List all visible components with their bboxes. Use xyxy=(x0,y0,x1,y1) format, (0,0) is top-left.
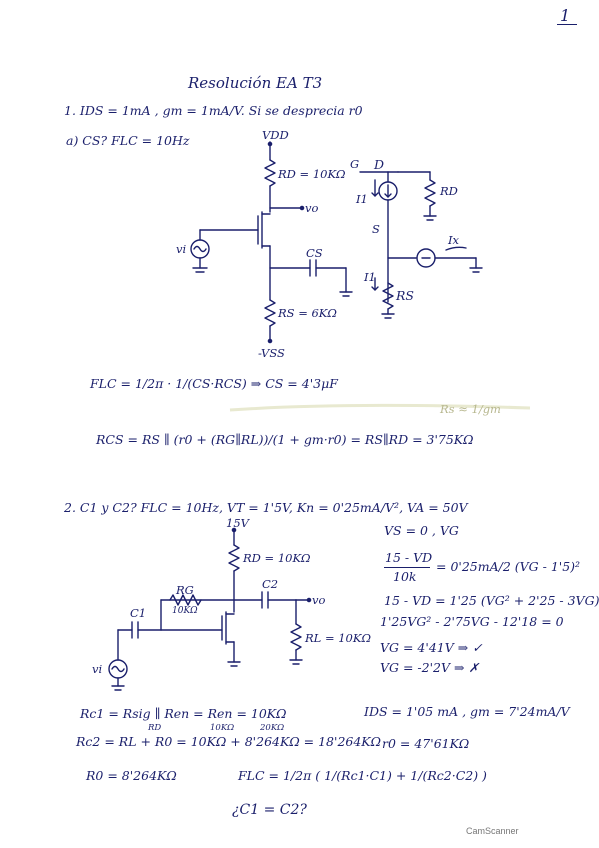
c1-vdd-label: VDD xyxy=(262,128,289,142)
model-ix-label: Ix xyxy=(448,233,460,247)
model-rs-label: RS xyxy=(396,288,414,303)
model-rd-label: RD xyxy=(440,184,458,198)
p2-ro-value: R0 = 8'264KΩ xyxy=(86,768,177,783)
page-title: Resolución EA T3 xyxy=(188,74,323,92)
c1-vi-label: vi xyxy=(176,242,187,256)
p2-equation-rc2: Rc2 = RL + R0 = 10KΩ + 8'264KΩ = 18'264K… xyxy=(76,734,382,749)
p2-calc-vs: VS = 0 , VG xyxy=(384,523,459,538)
p2-calc-quadratic: 1'25VG² - 2'75VG - 12'18 = 0 xyxy=(380,614,564,629)
p2-over-10k: 10KΩ xyxy=(210,723,235,733)
p2-over-20k: 20KΩ xyxy=(260,723,285,733)
c1-rd-label: RD = 10KΩ xyxy=(278,167,346,181)
page-number: 1 xyxy=(560,6,571,25)
c2-rg-value: 10KΩ xyxy=(172,606,198,616)
p1-equation-rcs: RCS = RS ∥ (r0 + (RG∥RL))/(1 + gm·r0) = … xyxy=(96,432,474,447)
model-i1b-label: I1 xyxy=(364,270,376,284)
c2-vdd-label: 15V xyxy=(226,516,249,530)
p2-calc-frac-num: 15 - VD xyxy=(385,550,433,565)
p2-over-rd: RD xyxy=(148,723,162,733)
scanner-watermark: CamScanner xyxy=(466,826,519,836)
p2-calc-root-valid: VG = 4'41V ⇒ ✓ xyxy=(380,640,483,655)
problem-2-statement: 2. C1 y C2? FLC = 10Hz, VT = 1'5V, Kn = … xyxy=(64,500,468,515)
model-i1-label: I1 xyxy=(356,192,368,206)
page-number-underline xyxy=(557,24,577,25)
model-g-label: G xyxy=(350,157,360,171)
model-s-label: S xyxy=(372,222,380,236)
c2-vi-label: vi xyxy=(92,662,103,676)
p2-equation-rc1: Rc1 = Rsig ∥ Ren = Ren = 10KΩ xyxy=(80,706,287,721)
c2-vo-label: vo xyxy=(312,593,326,607)
c2-rg-label: RG xyxy=(176,583,194,597)
p2-calc-frac-den: 10k xyxy=(393,569,417,584)
p2-calc-expand: 15 - VD = 1'25 (VG² + 2'25 - 3VG) xyxy=(384,593,599,608)
model-d-label: D xyxy=(374,157,385,172)
p2-calc-root-invalid: VG = -2'2V ⇒ ✗ xyxy=(380,660,479,675)
c2-rd-label: RD = 10KΩ xyxy=(243,551,311,565)
c2-rl-label: RL = 10KΩ xyxy=(305,631,372,645)
p2-question: ¿C1 = C2? xyxy=(232,802,307,818)
c2-c1-label: C1 xyxy=(130,606,147,620)
p2-equation-flc: FLC = 1/2π ( 1/(Rc1·C1) + 1/(Rc2·C2) ) xyxy=(238,768,487,783)
p1-faint-note: Rs ≈ 1/gm xyxy=(440,402,501,416)
c1-vss-label: -VSS xyxy=(258,346,285,360)
p2-calc-square: = 0'25mA/2 (VG - 1'5)² xyxy=(436,559,581,574)
p2-frac-bar xyxy=(384,567,430,568)
problem-1-part-a: a) CS? FLC = 10Hz xyxy=(66,133,190,148)
p2-ids-gm: IDS = 1'05 mA , gm = 7'24mA/V xyxy=(364,704,570,719)
p1-equation-flc: FLC = 1/2π · 1/(CS·RCS) ⇒ CS = 4'3μF xyxy=(90,376,338,391)
p2-r0-value: r0 = 47'61KΩ xyxy=(382,736,470,751)
problem-1-statement: 1. IDS = 1mA , gm = 1mA/V. Si se desprec… xyxy=(64,103,363,118)
c1-vo-label: vo xyxy=(305,201,319,215)
c1-cs-label: CS xyxy=(306,246,323,260)
c1-rs-label: RS = 6KΩ xyxy=(278,306,337,320)
c2-c2-label: C2 xyxy=(262,577,279,591)
